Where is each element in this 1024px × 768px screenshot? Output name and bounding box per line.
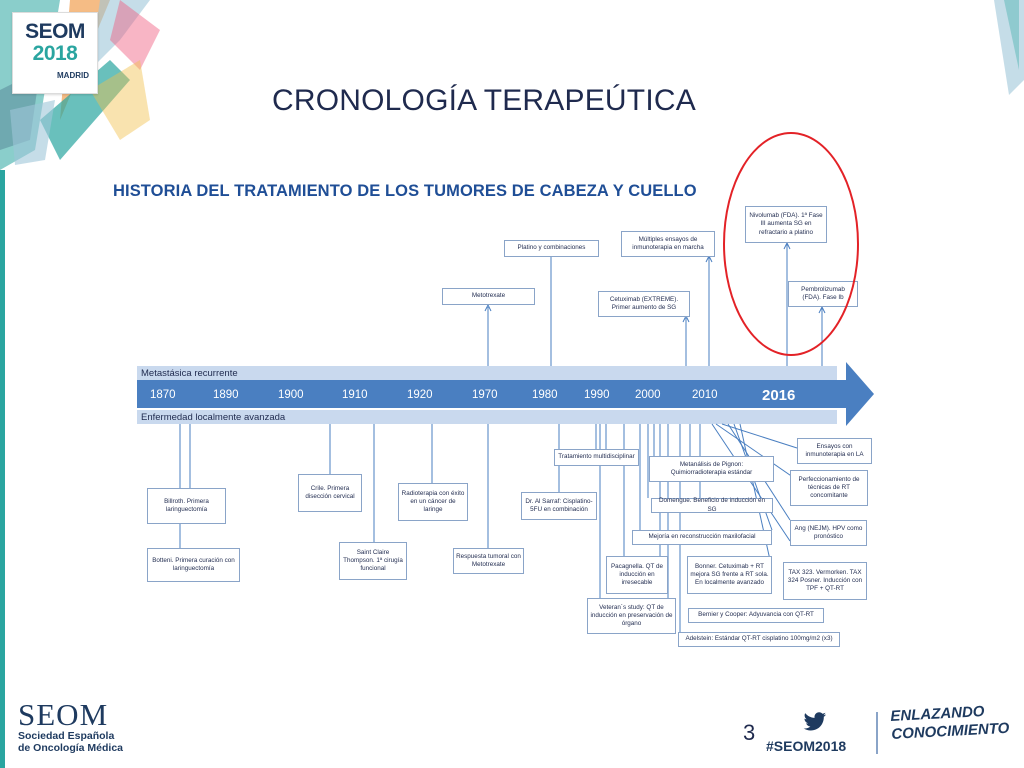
timeline-arrow — [137, 362, 874, 426]
timeline-top-band — [137, 366, 837, 380]
event-box-veterans: Veteran´s study: QT de inducción en pres… — [587, 598, 676, 634]
event-box-platino: Platino y combinaciones — [504, 240, 599, 257]
event-box-pignon: Metanálisis de Pignon: Quimiorradioterap… — [649, 456, 774, 482]
seom-2018-logo: SEOM 2018 MADRID — [12, 12, 98, 94]
timeline-year: 2000 — [635, 389, 661, 401]
event-box-pacagnella: Pacagnella. QT de inducción en irresecab… — [606, 556, 668, 594]
timeline-year: 1980 — [532, 389, 558, 401]
timeline-top-label: Metastásica recurrente — [141, 368, 238, 379]
timeline-year: 1890 — [213, 389, 239, 401]
footer-seom-logo: SEOM Sociedad Española de Oncología Médi… — [18, 697, 124, 754]
hashtag: #SEOM2018 — [766, 738, 847, 754]
timeline-year: 1920 — [407, 389, 433, 401]
event-box-saint-claire: Saint Claire Thompson. 1ª cirugía funcio… — [339, 542, 407, 580]
timeline-year: 1870 — [150, 389, 176, 401]
slide-subtitle: HISTORIA DEL TRATAMIENTO DE LOS TUMORES … — [113, 182, 697, 200]
timeline-bottom-band — [137, 410, 837, 424]
timeline-year: 1910 — [342, 389, 368, 401]
event-box-tratamiento-multidisciplinar: Tratamiento multidisciplinar — [554, 449, 639, 466]
event-box-respuesta: Respuesta tumoral con Metotrexate — [453, 548, 524, 574]
event-box-metotrexate: Metotrexate — [442, 288, 535, 305]
footer-divider — [876, 712, 878, 754]
page-number: 3 — [743, 720, 756, 745]
left-accent-bar — [0, 170, 5, 768]
event-box-bernier: Bernier y Cooper: Adyuvancia con QT-RT — [688, 608, 824, 623]
timeline-year-highlight: 2016 — [762, 387, 795, 404]
timeline-year: 2010 — [692, 389, 718, 401]
event-box-ang: Ang (NEJM). HPV como pronóstico — [790, 520, 867, 546]
event-box-bonner: Bonner. Cetuximab + RT mejora SG frente … — [687, 556, 772, 594]
event-box-crile: Crile. Primera disección cervical — [298, 474, 362, 512]
timeline-bottom-label: Enfermedad localmente avanzada — [141, 412, 286, 423]
highlight-circle — [723, 132, 859, 356]
event-box-adelstein: Adelstein: Estándar QT-RT cisplatino 100… — [678, 632, 840, 647]
event-box-domengue: Domengue. Beneficio de inducción en SG — [651, 497, 773, 513]
event-box-ensayos: Ensayos con inmunoterapia en LA — [797, 438, 872, 464]
footer-org-line1: Sociedad Española — [18, 730, 115, 742]
footer-org-line2: de Oncología Médica — [18, 742, 124, 754]
footer-logo-text: SEOM — [18, 697, 109, 732]
logo-city: MADRID — [57, 71, 89, 80]
timeline-year: 1990 — [584, 389, 610, 401]
event-box-multiples: Múltiples ensayos de inmunoterapia en ma… — [621, 231, 715, 257]
logo-year: 2018 — [32, 42, 78, 65]
slide-title: CRONOLOGÍA TERAPEÚTICA — [272, 84, 696, 117]
event-box-perfeccionamiento: Perfeccionamiento de técnicas de RT conc… — [790, 470, 868, 506]
event-box-mejoria: Mejoría en reconstrucción maxilofacial — [632, 530, 772, 545]
logo-text: SEOM — [25, 20, 85, 43]
event-box-al-sarraf: Dr. Al Sarraf: Cisplatino-5FU en combina… — [521, 492, 597, 520]
timeline-year: 1900 — [278, 389, 304, 401]
event-box-radioterapia: Radioterapia con éxito en un cáncer de l… — [398, 483, 468, 521]
footer-slogan: ENLAZANDO CONOCIMIENTO — [890, 702, 1010, 744]
twitter-icon — [803, 712, 827, 731]
event-box-tax323: TAX 323. Vermorken. TAX 324 Posner. Indu… — [783, 562, 867, 600]
decorative-shapes-right — [994, 0, 1024, 95]
event-box-billroth: Billroth. Primera laringuectomía — [147, 488, 226, 524]
event-box-botteni: Botteni. Primera curación con laringuect… — [147, 548, 240, 582]
timeline-year: 1970 — [472, 389, 498, 401]
event-box-cetuximab: Cetuximab (EXTREME). Primer aumento de S… — [598, 291, 690, 317]
